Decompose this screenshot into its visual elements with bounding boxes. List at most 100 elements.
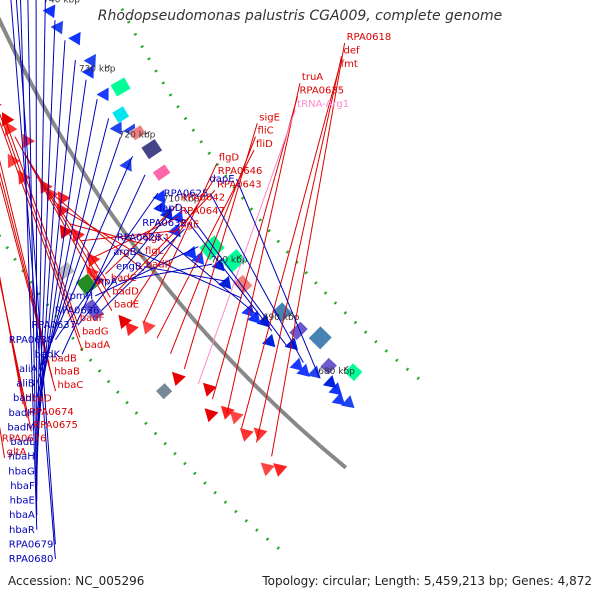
- reverse-label-leader: [36, 99, 98, 413]
- forward-gene-label: badE: [114, 300, 139, 311]
- forward-label-leader: [0, 171, 53, 378]
- forward-label-leader: [212, 96, 298, 400]
- forward-gene-label: RPA0646: [218, 166, 263, 177]
- forward-gene-label: RPA0643: [217, 179, 262, 190]
- forward-label-leader: [24, 154, 111, 298]
- forward-gene-label: fliC: [258, 126, 274, 137]
- reverse-gene-label: hbaH: [8, 452, 34, 463]
- reverse-gene-arrow: [170, 210, 184, 224]
- forward-gene-arrow: [203, 382, 217, 397]
- reverse-label-leader: [39, 155, 134, 370]
- reverse-gene-label: badL: [10, 437, 35, 448]
- forward-label-leader: [57, 206, 144, 258]
- reverse-label-leader: [36, 79, 87, 428]
- reverse-gene-arrow: [241, 303, 255, 318]
- reverse-gene-arrow: [152, 189, 166, 204]
- forward-gene-label: flgE: [180, 219, 199, 230]
- gene-feature-block: [152, 163, 171, 182]
- reverse-gene-arrow: [96, 87, 109, 102]
- reverse-gene-arrow: [191, 251, 205, 265]
- reverse-label-leader: [36, 0, 46, 486]
- reverse-gene-label: rpmH: [65, 291, 93, 302]
- gene-feature-block: [308, 325, 333, 350]
- reverse-gene-arrow: [81, 65, 94, 79]
- reverse-gene-arrow: [42, 4, 56, 19]
- forward-label-leader: [143, 163, 218, 323]
- reverse-gene-label: aliA: [19, 364, 38, 375]
- forward-gene-label: sigE: [259, 112, 280, 123]
- reverse-gene-label: RPA0625: [164, 189, 209, 200]
- reverse-gene-arrow: [247, 310, 261, 324]
- accession-text: Accession: NC_005296: [8, 574, 145, 588]
- forward-label-leader: [130, 176, 217, 307]
- forward-gene-arrow: [125, 321, 139, 337]
- reverse-gene-arrow: [322, 374, 337, 389]
- reverse-label-leader: [35, 0, 38, 501]
- reverse-gene-arrow: [211, 257, 225, 272]
- reverse-label-leader: [209, 193, 304, 363]
- reverse-gene-arrow: [289, 357, 303, 371]
- forward-label-leader: [0, 121, 83, 352]
- reverse-gene-arrow: [109, 121, 122, 136]
- forward-gene-arrow: [229, 410, 244, 425]
- scale-tick: [236, 254, 242, 260]
- reverse-gene-arrow: [50, 20, 64, 35]
- forward-gene-label: badD: [112, 286, 139, 297]
- gc-dots-layer: [0, 0, 420, 550]
- reverse-label-leader: [61, 174, 146, 355]
- forward-gene-arrow: [273, 463, 288, 477]
- reverse-gene-arrow: [153, 200, 166, 215]
- reverse-label-leader: [36, 20, 56, 472]
- reverse-gene-arrow: [119, 157, 132, 172]
- forward-gene-arrow: [142, 320, 156, 335]
- forward-gene-label: badC: [111, 273, 137, 284]
- scale-tick: [144, 130, 151, 136]
- forward-gene-arrow: [118, 314, 132, 330]
- scale-label: 690 kbp: [263, 313, 300, 323]
- forward-gene-label: fliD: [256, 139, 273, 150]
- reverse-gene-label: hbaE: [10, 496, 35, 507]
- forward-gene-label: RPA0675: [33, 420, 78, 431]
- forward-gene-label: badR: [146, 260, 172, 271]
- label-leaders-layer: [0, 0, 346, 560]
- forward-label-leader: [226, 83, 301, 414]
- gene-feature-block: [111, 105, 130, 124]
- reverse-gene-arrow: [296, 363, 310, 377]
- forward-gene-label: hbaC: [58, 380, 84, 391]
- forward-gene-label: flgL: [145, 246, 164, 257]
- forward-label-leader: [105, 203, 179, 275]
- reverse-label-leader: [10, 0, 56, 560]
- reverse-gene-label: badM: [7, 422, 34, 433]
- reverse-gene-arrow: [159, 206, 173, 221]
- forward-label-leader: [271, 42, 346, 457]
- reverse-label-leader: [143, 266, 227, 282]
- gene-feature-block: [343, 362, 363, 382]
- scale-tick: [188, 194, 194, 199]
- reverse-label-leader: [27, 0, 38, 516]
- reverse-gene-label: dapE: [209, 174, 234, 185]
- forward-label-leader: [197, 109, 296, 385]
- forward-gene-label: badA: [84, 340, 110, 351]
- forward-gene-arrow: [204, 408, 219, 423]
- reverse-gene-label: argB: [113, 247, 136, 258]
- scale-label: 730 kbp: [79, 64, 116, 74]
- gene-feature-block: [271, 301, 293, 323]
- reverse-gene-label: rnpA: [94, 276, 118, 287]
- reverse-gene-arrow: [328, 382, 342, 396]
- forward-gene-arrow: [253, 427, 268, 442]
- forward-label-leader: [0, 278, 28, 418]
- forward-gene-label: badB: [51, 353, 77, 364]
- reverse-gene-label: aliB: [16, 379, 35, 390]
- scale-tick: [104, 64, 111, 69]
- forward-label-leader: [69, 223, 143, 245]
- forward-label-leader: [46, 189, 145, 271]
- forward-gene-label: badG: [82, 327, 109, 338]
- forward-gene-label: badF: [80, 313, 105, 324]
- reverse-label-leader: [163, 237, 257, 316]
- forward-label-leader: [93, 216, 179, 258]
- reverse-label-leader: [15, 0, 56, 545]
- forward-gene-label: def: [344, 45, 361, 56]
- forward-gene-arrow: [239, 427, 254, 442]
- forward-gene-label: flgD: [219, 152, 240, 163]
